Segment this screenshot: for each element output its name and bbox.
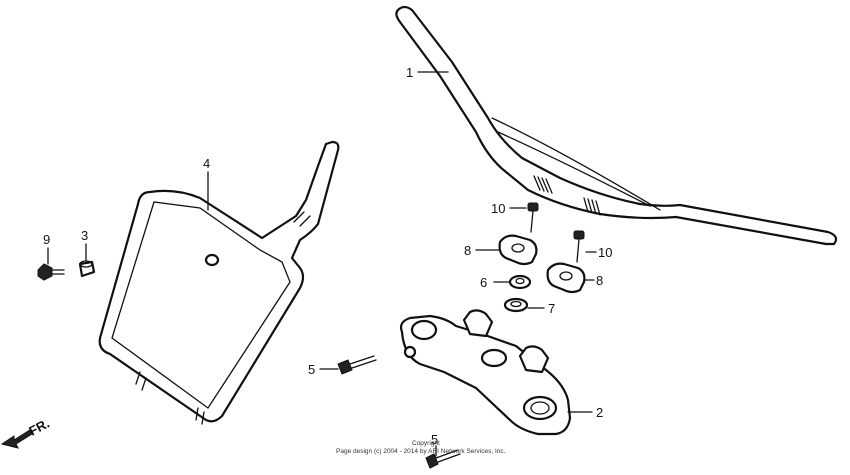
washer[interactable] xyxy=(503,297,529,313)
footer-copyright: Copyright xyxy=(412,440,440,447)
callout-5-bridge: 5 xyxy=(431,432,438,447)
callout-9: 9 xyxy=(43,232,50,247)
callout-labels: 1 2 3 4 5 5 6 7 8 8 9 10 10 xyxy=(43,65,612,447)
nut[interactable] xyxy=(508,274,532,290)
callout-7: 7 xyxy=(548,301,555,316)
holder-bolt-right[interactable] xyxy=(573,230,585,263)
callout-6: 6 xyxy=(480,275,487,290)
callout-1: 1 xyxy=(406,65,413,80)
plate-bolt[interactable] xyxy=(337,355,377,375)
front-direction-indicator: FR. xyxy=(0,416,52,449)
collar[interactable] xyxy=(78,260,96,278)
number-plate[interactable] xyxy=(98,140,340,425)
holder-bolt-left[interactable] xyxy=(527,202,539,233)
footer-credit: Page design (c) 2004 - 2014 by ARI Netwo… xyxy=(336,448,506,455)
callout-10-left: 10 xyxy=(491,201,505,216)
upper-holder-left[interactable] xyxy=(498,234,538,266)
upper-holder-right[interactable] xyxy=(546,262,586,294)
callout-8-left: 8 xyxy=(464,243,471,258)
callout-3: 3 xyxy=(81,228,88,243)
top-bridge[interactable] xyxy=(399,309,572,436)
knurl-left xyxy=(533,175,553,194)
callout-4: 4 xyxy=(203,156,210,171)
callout-2: 2 xyxy=(596,405,603,420)
leader-lines xyxy=(47,71,597,457)
front-arrow-icon xyxy=(0,429,33,449)
knurl-right xyxy=(583,197,601,216)
callout-10-right: 10 xyxy=(598,245,612,260)
handlebar[interactable] xyxy=(395,5,838,246)
callout-5-plate: 5 xyxy=(308,362,315,377)
bridge-bolt[interactable] xyxy=(425,449,461,469)
flange-bolt[interactable] xyxy=(37,263,65,281)
callout-8-right: 8 xyxy=(596,273,603,288)
